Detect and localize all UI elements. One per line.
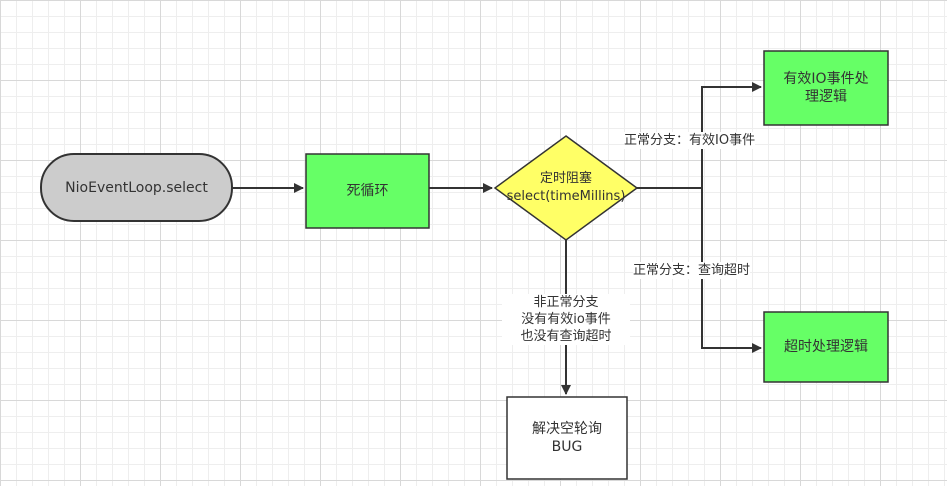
start-node-label: NioEventLoop.select [65,179,208,196]
loop-node-shape [305,153,430,229]
timeout-branch-label: 正常分支：查询超时 [633,262,751,279]
io-handler-node-label: 有效IO事件处 理逻辑 [783,71,869,105]
edge-branch-to-io-handler [701,82,762,188]
abnormal-branch-label: 非正常分支 没有有效io事件 也没有查询超时 [502,294,630,345]
edge-branch-to-timeout-handler [701,188,762,353]
start-node: NioEventLoop.select [41,154,232,221]
bug-node-shape [506,396,628,480]
io-branch-label: 正常分支：有效IO事件 [624,132,756,149]
io-handler-node: 有效IO事件处 理逻辑 [764,51,888,125]
bug-node: 解决空轮询 BUG [507,397,627,479]
loop-node: 死循环 [306,154,429,228]
timeout-handler-node: 超时处理逻辑 [764,312,888,382]
decision-node: 定时阻塞 select(timeMillins) [495,160,637,216]
loop-node-label: 死循环 [346,183,389,199]
bug-node-label: 解决空轮询 BUG [532,421,602,455]
decision-node-label: 定时阻塞 select(timeMillins) [506,171,626,204]
io-handler-node-shape [763,50,889,126]
timeout-handler-node-label: 超时处理逻辑 [784,339,868,355]
timeout-handler-node-shape [763,311,889,383]
